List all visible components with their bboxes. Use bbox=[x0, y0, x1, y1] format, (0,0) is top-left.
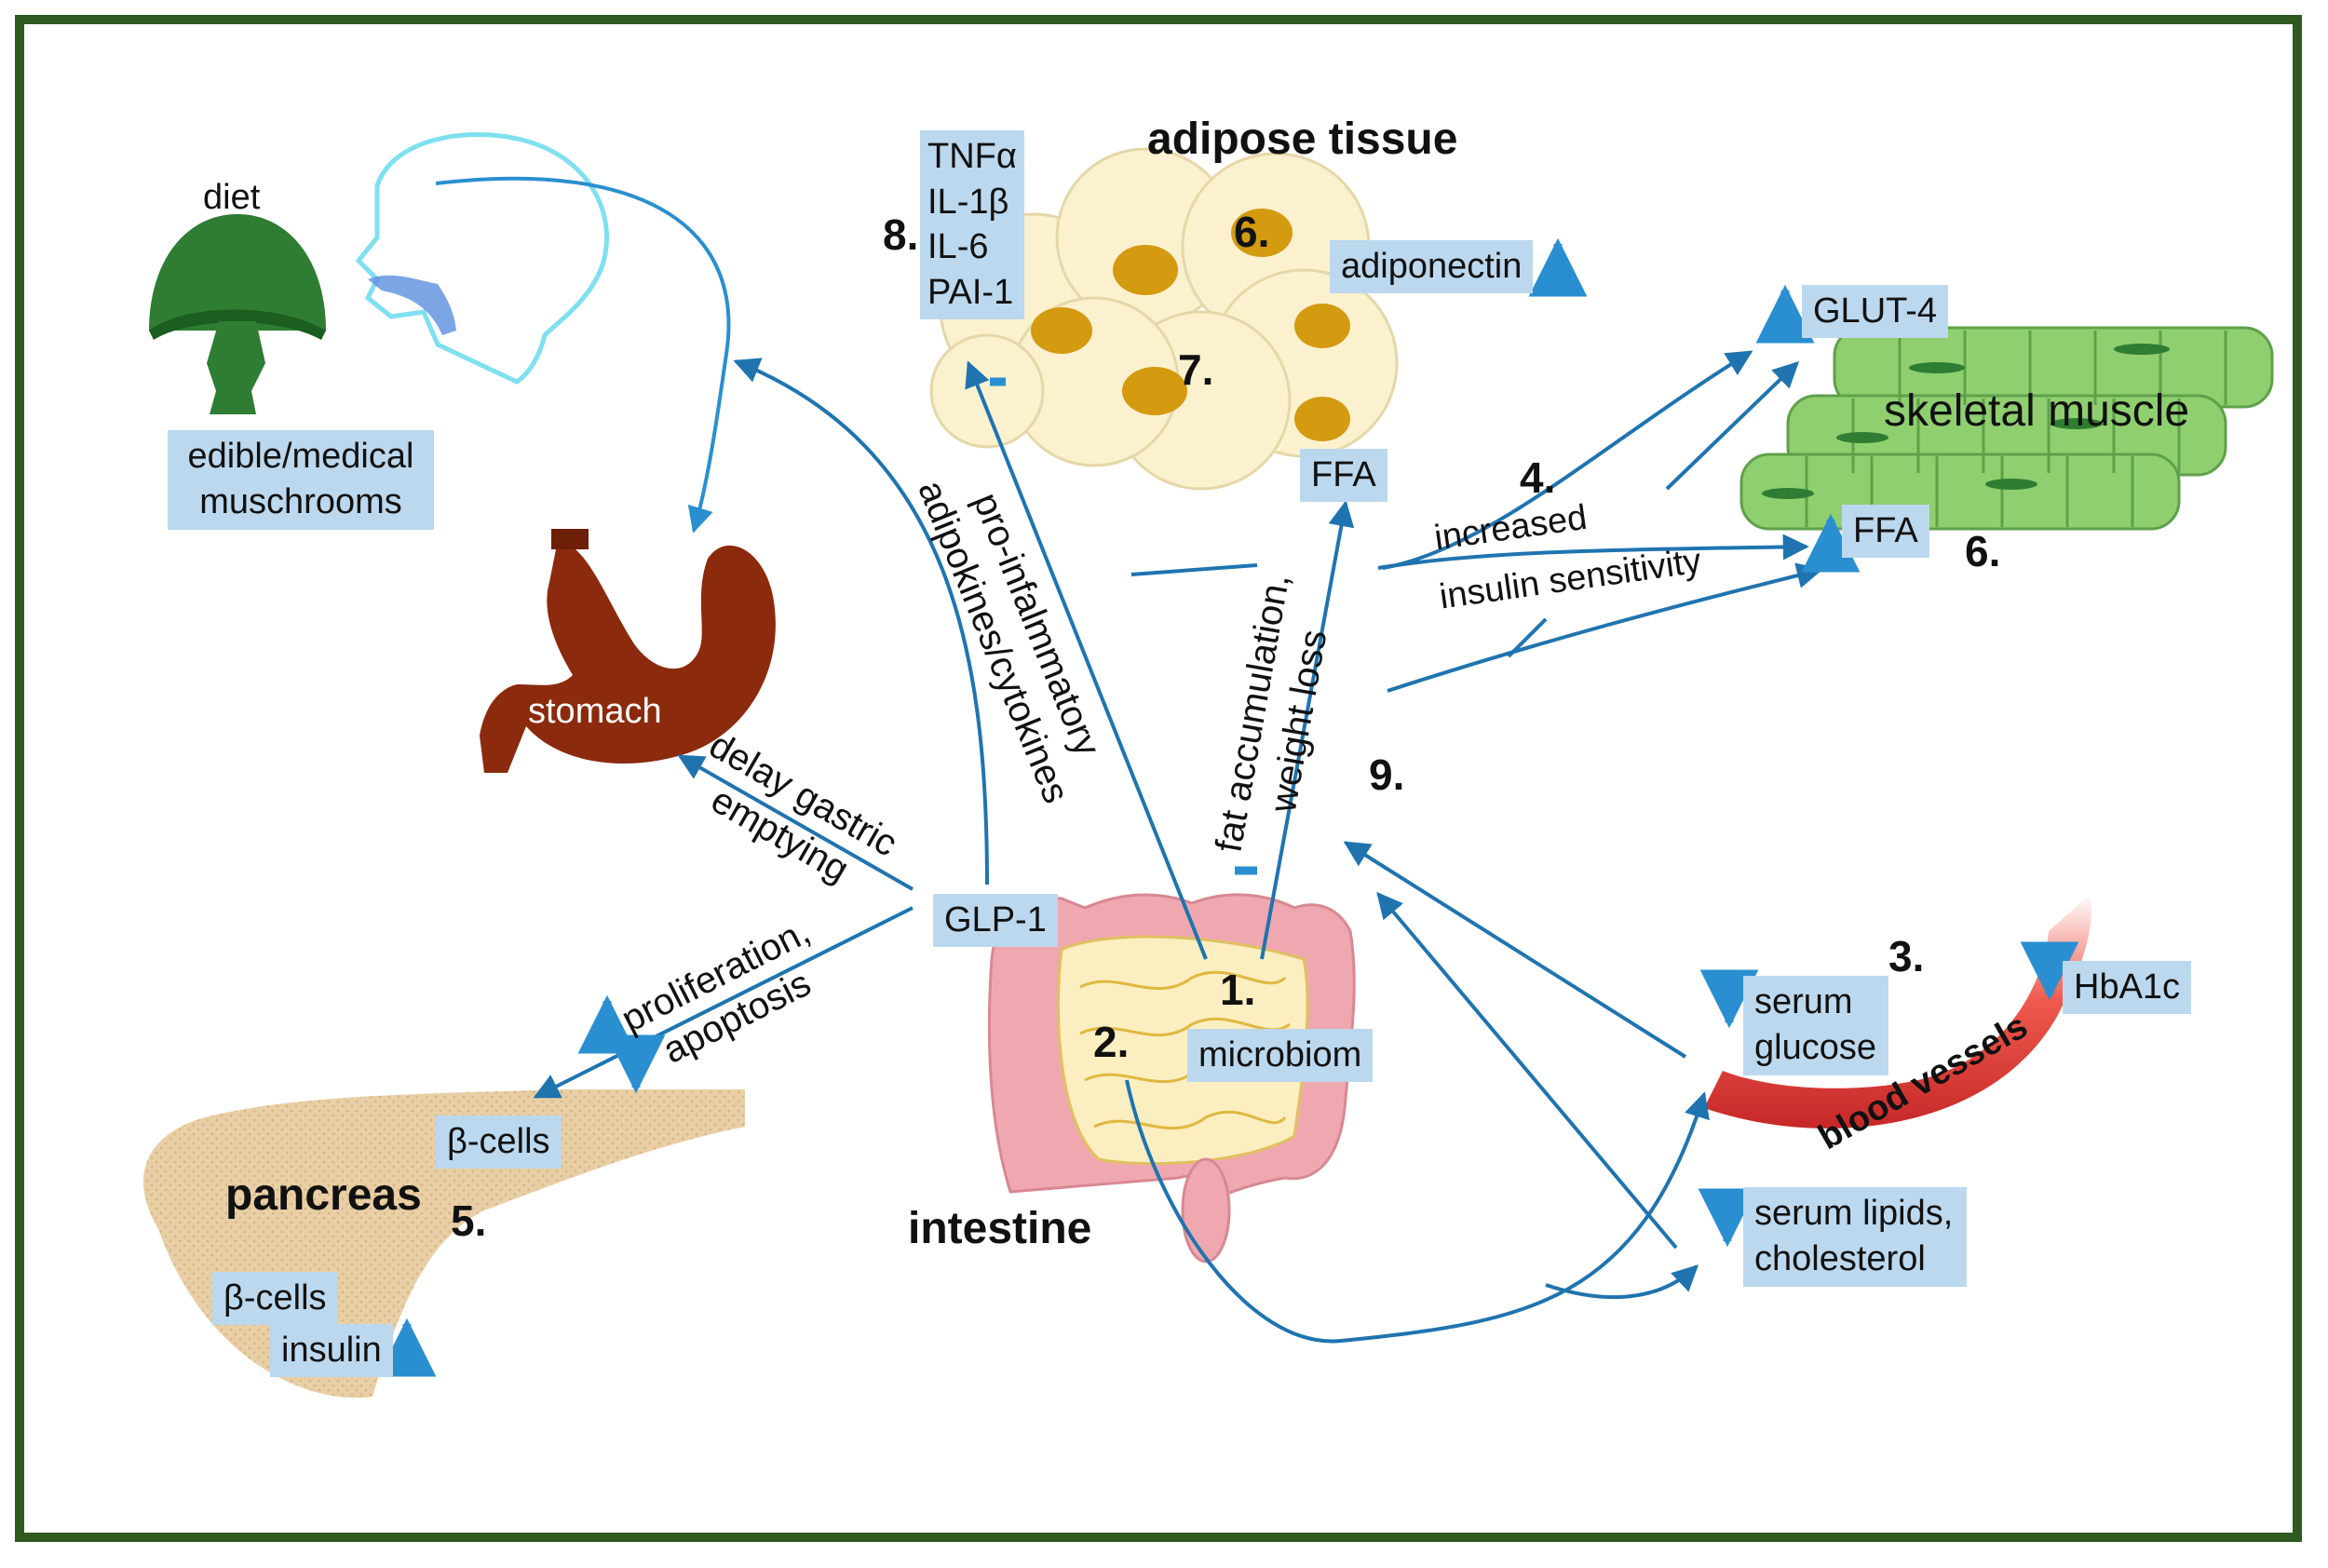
stomach-label: stomach bbox=[528, 692, 662, 731]
step-number-8: 8. bbox=[883, 210, 919, 259]
beta-cells-top-box: β-cells bbox=[436, 1115, 562, 1169]
step-number-6-muscle: 6. bbox=[1965, 527, 2001, 575]
diet-label: diet bbox=[203, 178, 261, 217]
pancreas-title: pancreas bbox=[225, 1170, 422, 1220]
arrow-glucose-to-9 bbox=[1343, 841, 1687, 1059]
arrow-intestine-to-blood bbox=[1125, 1079, 1710, 1344]
arrow-glp1-to-stomach bbox=[677, 754, 914, 891]
arrow-to-glut4 bbox=[1382, 350, 1753, 570]
step-number-7: 7. bbox=[1178, 345, 1214, 394]
blood-vessel-illustration bbox=[1704, 894, 2091, 1129]
adipose-tissue-title: adipose tissue bbox=[1147, 115, 1458, 164]
serum-lipids-box: serum lipids, cholesterol bbox=[1743, 1187, 1967, 1287]
hba1c-box: HbA1c bbox=[2063, 961, 2192, 1015]
step-number-5: 5. bbox=[451, 1196, 487, 1245]
arrow-intestine-to-lipids bbox=[1545, 1264, 1699, 1300]
microbiom-box: microbiom bbox=[1187, 1029, 1374, 1083]
cytokine-il6: IL-6 bbox=[927, 227, 989, 267]
insulin-box: insulin bbox=[270, 1324, 393, 1378]
skeletal-muscle-title: skeletal muscle bbox=[1884, 386, 2190, 436]
mushroom-label-line2: muschrooms bbox=[199, 482, 402, 522]
skeletal-muscle-illustration bbox=[1739, 326, 2274, 531]
step-number-9: 9. bbox=[1369, 750, 1405, 799]
step-number-6-adipose: 6. bbox=[1234, 208, 1270, 256]
arrow-glp1-to-diet bbox=[733, 358, 989, 885]
arrow-to-muscle bbox=[1665, 361, 1800, 491]
step-number-2: 2. bbox=[1093, 1018, 1130, 1066]
serum-lipids-line1: serum lipids, bbox=[1754, 1194, 1954, 1233]
beta-cells-bottom-box: β-cells bbox=[212, 1272, 338, 1326]
cytokine-il1: IL-1β bbox=[927, 182, 1009, 222]
arrow-lipids-to-9 bbox=[1376, 891, 1678, 1250]
ffa-adipose-box: FFA bbox=[1300, 449, 1387, 503]
glp1-box: GLP-1 bbox=[933, 894, 1058, 948]
arrow-microbiom-to-ffa bbox=[1260, 500, 1355, 960]
serum-lipids-line2: cholesterol bbox=[1754, 1239, 1926, 1279]
ffa-muscle-box: FFA bbox=[1842, 505, 1929, 559]
serum-glucose-line1: serum bbox=[1754, 982, 1853, 1021]
mushroom-label-line1: edible/medical bbox=[187, 437, 414, 476]
arrow-to-ffa-muscle-1 bbox=[1377, 534, 1809, 570]
cytokine-tnf: TNFα bbox=[927, 137, 1017, 176]
step-number-4: 4. bbox=[1520, 453, 1556, 502]
intestine-title: intestine bbox=[908, 1204, 1092, 1253]
arrow-diet-to-stomach bbox=[435, 176, 731, 534]
glut4-box: GLUT-4 bbox=[1802, 285, 1949, 339]
head-illustration bbox=[355, 132, 610, 385]
mushroom-label-box: edible/medical muschrooms bbox=[168, 430, 434, 530]
stomach-illustration bbox=[480, 529, 776, 773]
step-number-3: 3. bbox=[1888, 932, 1925, 980]
arrow-glp1-to-pancreas bbox=[533, 906, 914, 1099]
cytokine-pai1: PAI-1 bbox=[927, 272, 1014, 312]
indicator-arrows bbox=[377, 237, 2079, 1377]
arrow-to-ffa-muscle-2 bbox=[1387, 562, 1823, 693]
arrow-microbiom-to-cytokines bbox=[965, 360, 1208, 960]
diagram-frame bbox=[15, 15, 2302, 1542]
step-number-1: 1. bbox=[1220, 966, 1256, 1014]
cytokine-list-box: TNFα IL-1β IL-6 PAI-1 bbox=[920, 130, 1024, 319]
mushroom-illustration bbox=[149, 214, 326, 414]
serum-glucose-box: serum glucose bbox=[1743, 976, 1888, 1075]
arrows bbox=[435, 176, 1823, 1344]
serum-glucose-line2: glucose bbox=[1754, 1028, 1876, 1068]
adiponectin-box: adiponectin bbox=[1330, 240, 1534, 294]
